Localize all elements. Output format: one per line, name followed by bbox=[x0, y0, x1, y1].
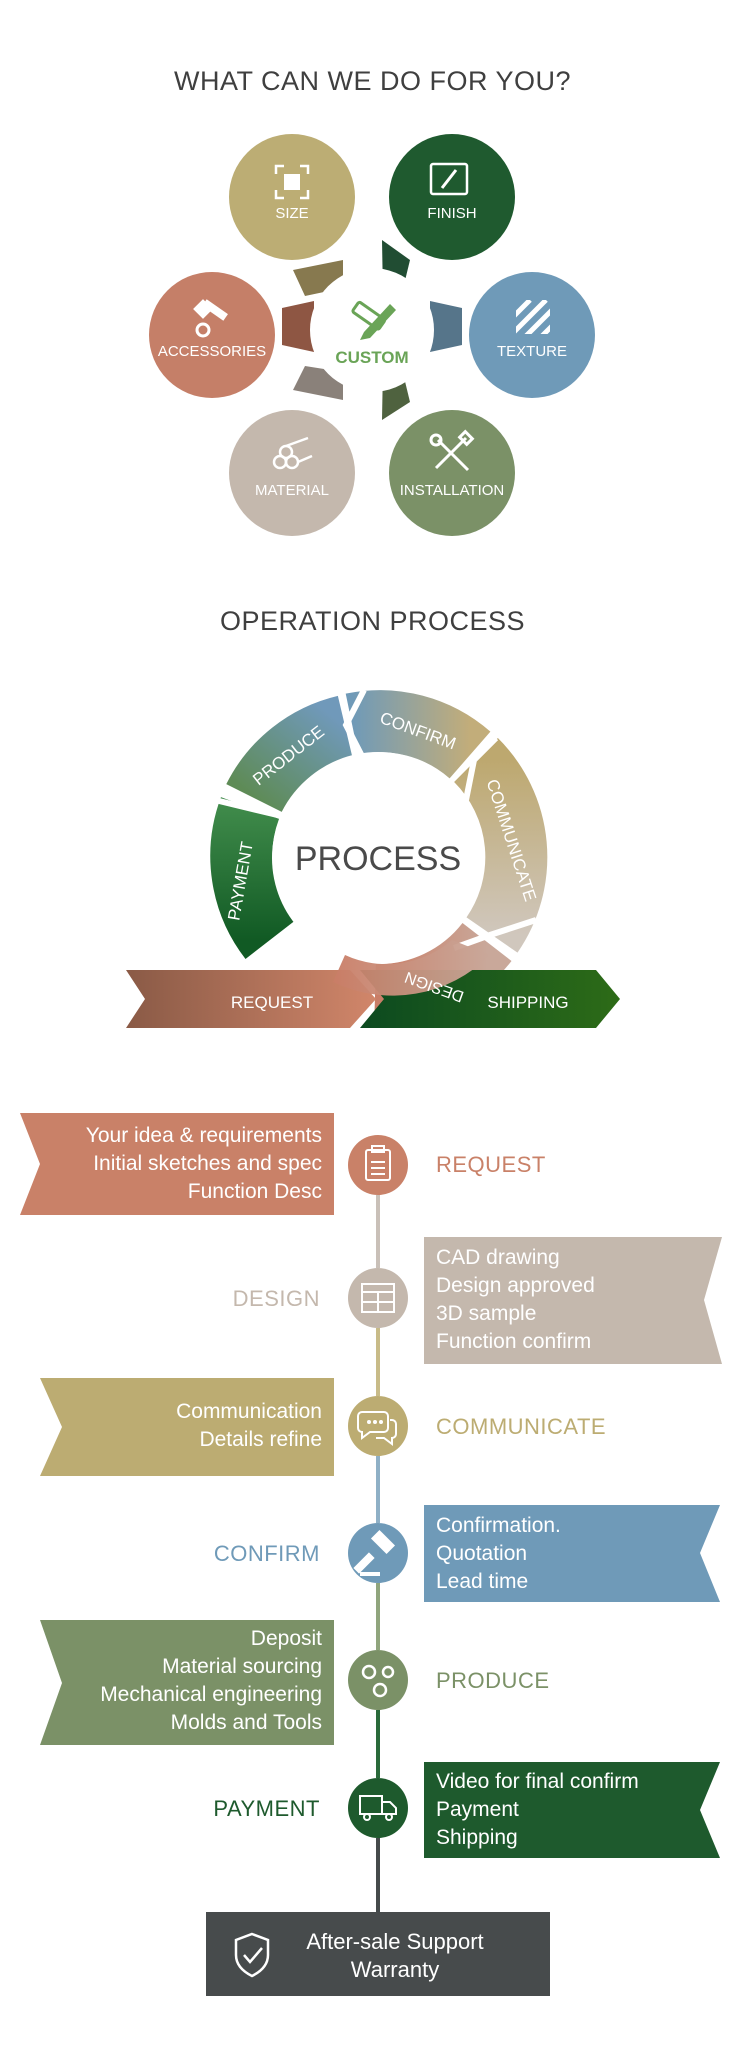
service-accessories: ACCESSORIES bbox=[149, 272, 275, 398]
row-line: Function Desc bbox=[187, 1180, 322, 1203]
row-communicate-text: Communication Details refine bbox=[80, 1398, 322, 1454]
row-line: Your idea & requirements bbox=[85, 1124, 322, 1147]
row-payment-text: Video for final confirm Payment Shipping bbox=[436, 1768, 706, 1852]
node-communicate bbox=[348, 1396, 408, 1456]
services-diagram: CUSTOM SIZE FINISH TEXTURE bbox=[149, 134, 595, 536]
chat-icon bbox=[357, 1411, 397, 1446]
stage-label-request: REQUEST bbox=[436, 1152, 546, 1177]
banner-communicate bbox=[40, 1378, 334, 1476]
row-line: Quotation bbox=[436, 1542, 528, 1565]
logs-icon bbox=[272, 436, 313, 470]
node-request bbox=[348, 1135, 408, 1195]
after-sale-box bbox=[206, 1912, 550, 1996]
row-request-text: Your idea & requirements Initial sketche… bbox=[40, 1122, 322, 1206]
bolt-icon bbox=[193, 299, 228, 338]
segment-payment bbox=[210, 797, 296, 959]
stage-label-produce: PRODUCE bbox=[436, 1668, 550, 1693]
layout-icon bbox=[361, 1283, 395, 1313]
stage-label-design: DESIGN bbox=[232, 1286, 320, 1311]
banner-request bbox=[20, 1113, 334, 1215]
service-texture: TEXTURE bbox=[469, 272, 595, 398]
row-line: Mechanical engineering bbox=[100, 1683, 322, 1706]
row-line: 3D sample bbox=[436, 1302, 537, 1325]
node-design bbox=[348, 1268, 408, 1328]
after-sale-text: After-sale Support Warranty bbox=[275, 1928, 515, 1984]
node-payment bbox=[348, 1778, 408, 1838]
service-label: ACCESSORIES bbox=[158, 343, 266, 360]
row-line: Confirmation. bbox=[436, 1514, 561, 1537]
banner-design bbox=[424, 1237, 722, 1364]
service-label: MATERIAL bbox=[255, 482, 329, 499]
clipboard-icon bbox=[365, 1145, 391, 1181]
segment-produce bbox=[226, 695, 354, 813]
row-line: Initial sketches and spec bbox=[93, 1152, 322, 1175]
row-line: Material sourcing bbox=[162, 1655, 322, 1678]
row-line: Function confirm bbox=[436, 1330, 592, 1353]
process-title: OPERATION PROCESS bbox=[219, 606, 526, 636]
request-banner bbox=[126, 970, 376, 1028]
row-design-text: CAD drawing Design approved 3D sample Fu… bbox=[436, 1244, 706, 1356]
service-finish: FINISH bbox=[389, 134, 515, 260]
tools-icon bbox=[429, 429, 475, 472]
stage-label-communicate: COMMUNICATE bbox=[436, 1414, 607, 1439]
shipping-label: SHIPPING bbox=[487, 993, 568, 1012]
truck-icon bbox=[359, 1795, 397, 1821]
row-line: Shipping bbox=[436, 1826, 518, 1849]
process-cycle: REQUEST SHIPPING PROCESS CONFIRM COMMUNI… bbox=[126, 688, 620, 1028]
footer-line: After-sale Support bbox=[306, 1929, 484, 1954]
row-confirm-text: Confirmation. Quotation Lead time bbox=[436, 1512, 696, 1596]
row-line: Lead time bbox=[436, 1570, 529, 1593]
row-line: Payment bbox=[436, 1798, 519, 1821]
crop-square-icon bbox=[274, 164, 310, 200]
service-material: MATERIAL bbox=[229, 410, 355, 536]
row-line: Details refine bbox=[199, 1428, 322, 1451]
cycle-separators bbox=[214, 688, 537, 951]
services-title: WHAT CAN WE DO FOR YOU? bbox=[173, 66, 572, 96]
node-produce bbox=[348, 1650, 408, 1710]
row-line: Molds and Tools bbox=[170, 1711, 322, 1734]
row-line: CAD drawing bbox=[436, 1246, 560, 1269]
row-line: Communication bbox=[176, 1400, 322, 1423]
service-label: INSTALLATION bbox=[400, 482, 504, 499]
stage-label-payment: PAYMENT bbox=[213, 1796, 320, 1821]
row-line: Design approved bbox=[436, 1274, 595, 1297]
footer-line: Warranty bbox=[350, 1957, 440, 1982]
banner-confirm bbox=[424, 1505, 720, 1602]
service-size: SIZE bbox=[229, 134, 355, 260]
pen-square-icon bbox=[429, 162, 469, 196]
service-label: FINISH bbox=[427, 205, 476, 222]
row-produce-text: Deposit Material sourcing Mechanical eng… bbox=[60, 1625, 322, 1737]
cycle-center-label: PROCESS bbox=[295, 840, 461, 878]
service-label: TEXTURE bbox=[497, 343, 567, 360]
shield-check-icon bbox=[234, 1932, 270, 1978]
segment-confirm bbox=[345, 690, 491, 779]
stripes-icon bbox=[516, 300, 550, 334]
gears-icon bbox=[361, 1664, 395, 1698]
stage-label-confirm: CONFIRM bbox=[213, 1541, 320, 1566]
gavel-icon bbox=[353, 1529, 396, 1576]
row-line: Deposit bbox=[250, 1627, 322, 1650]
banner-produce bbox=[40, 1620, 334, 1745]
request-label: REQUEST bbox=[231, 993, 313, 1012]
cycle-segments bbox=[210, 690, 548, 1027]
service-installation: INSTALLATION bbox=[389, 410, 515, 536]
service-label: SIZE bbox=[275, 205, 308, 222]
pencil-ruler-icon bbox=[351, 300, 396, 340]
cycle-center bbox=[272, 752, 484, 964]
node-confirm bbox=[348, 1523, 408, 1583]
segment-communicate bbox=[453, 738, 548, 953]
banner-payment bbox=[424, 1762, 720, 1858]
row-line: Video for final confirm bbox=[436, 1770, 639, 1793]
center-label: CUSTOM bbox=[335, 348, 408, 367]
